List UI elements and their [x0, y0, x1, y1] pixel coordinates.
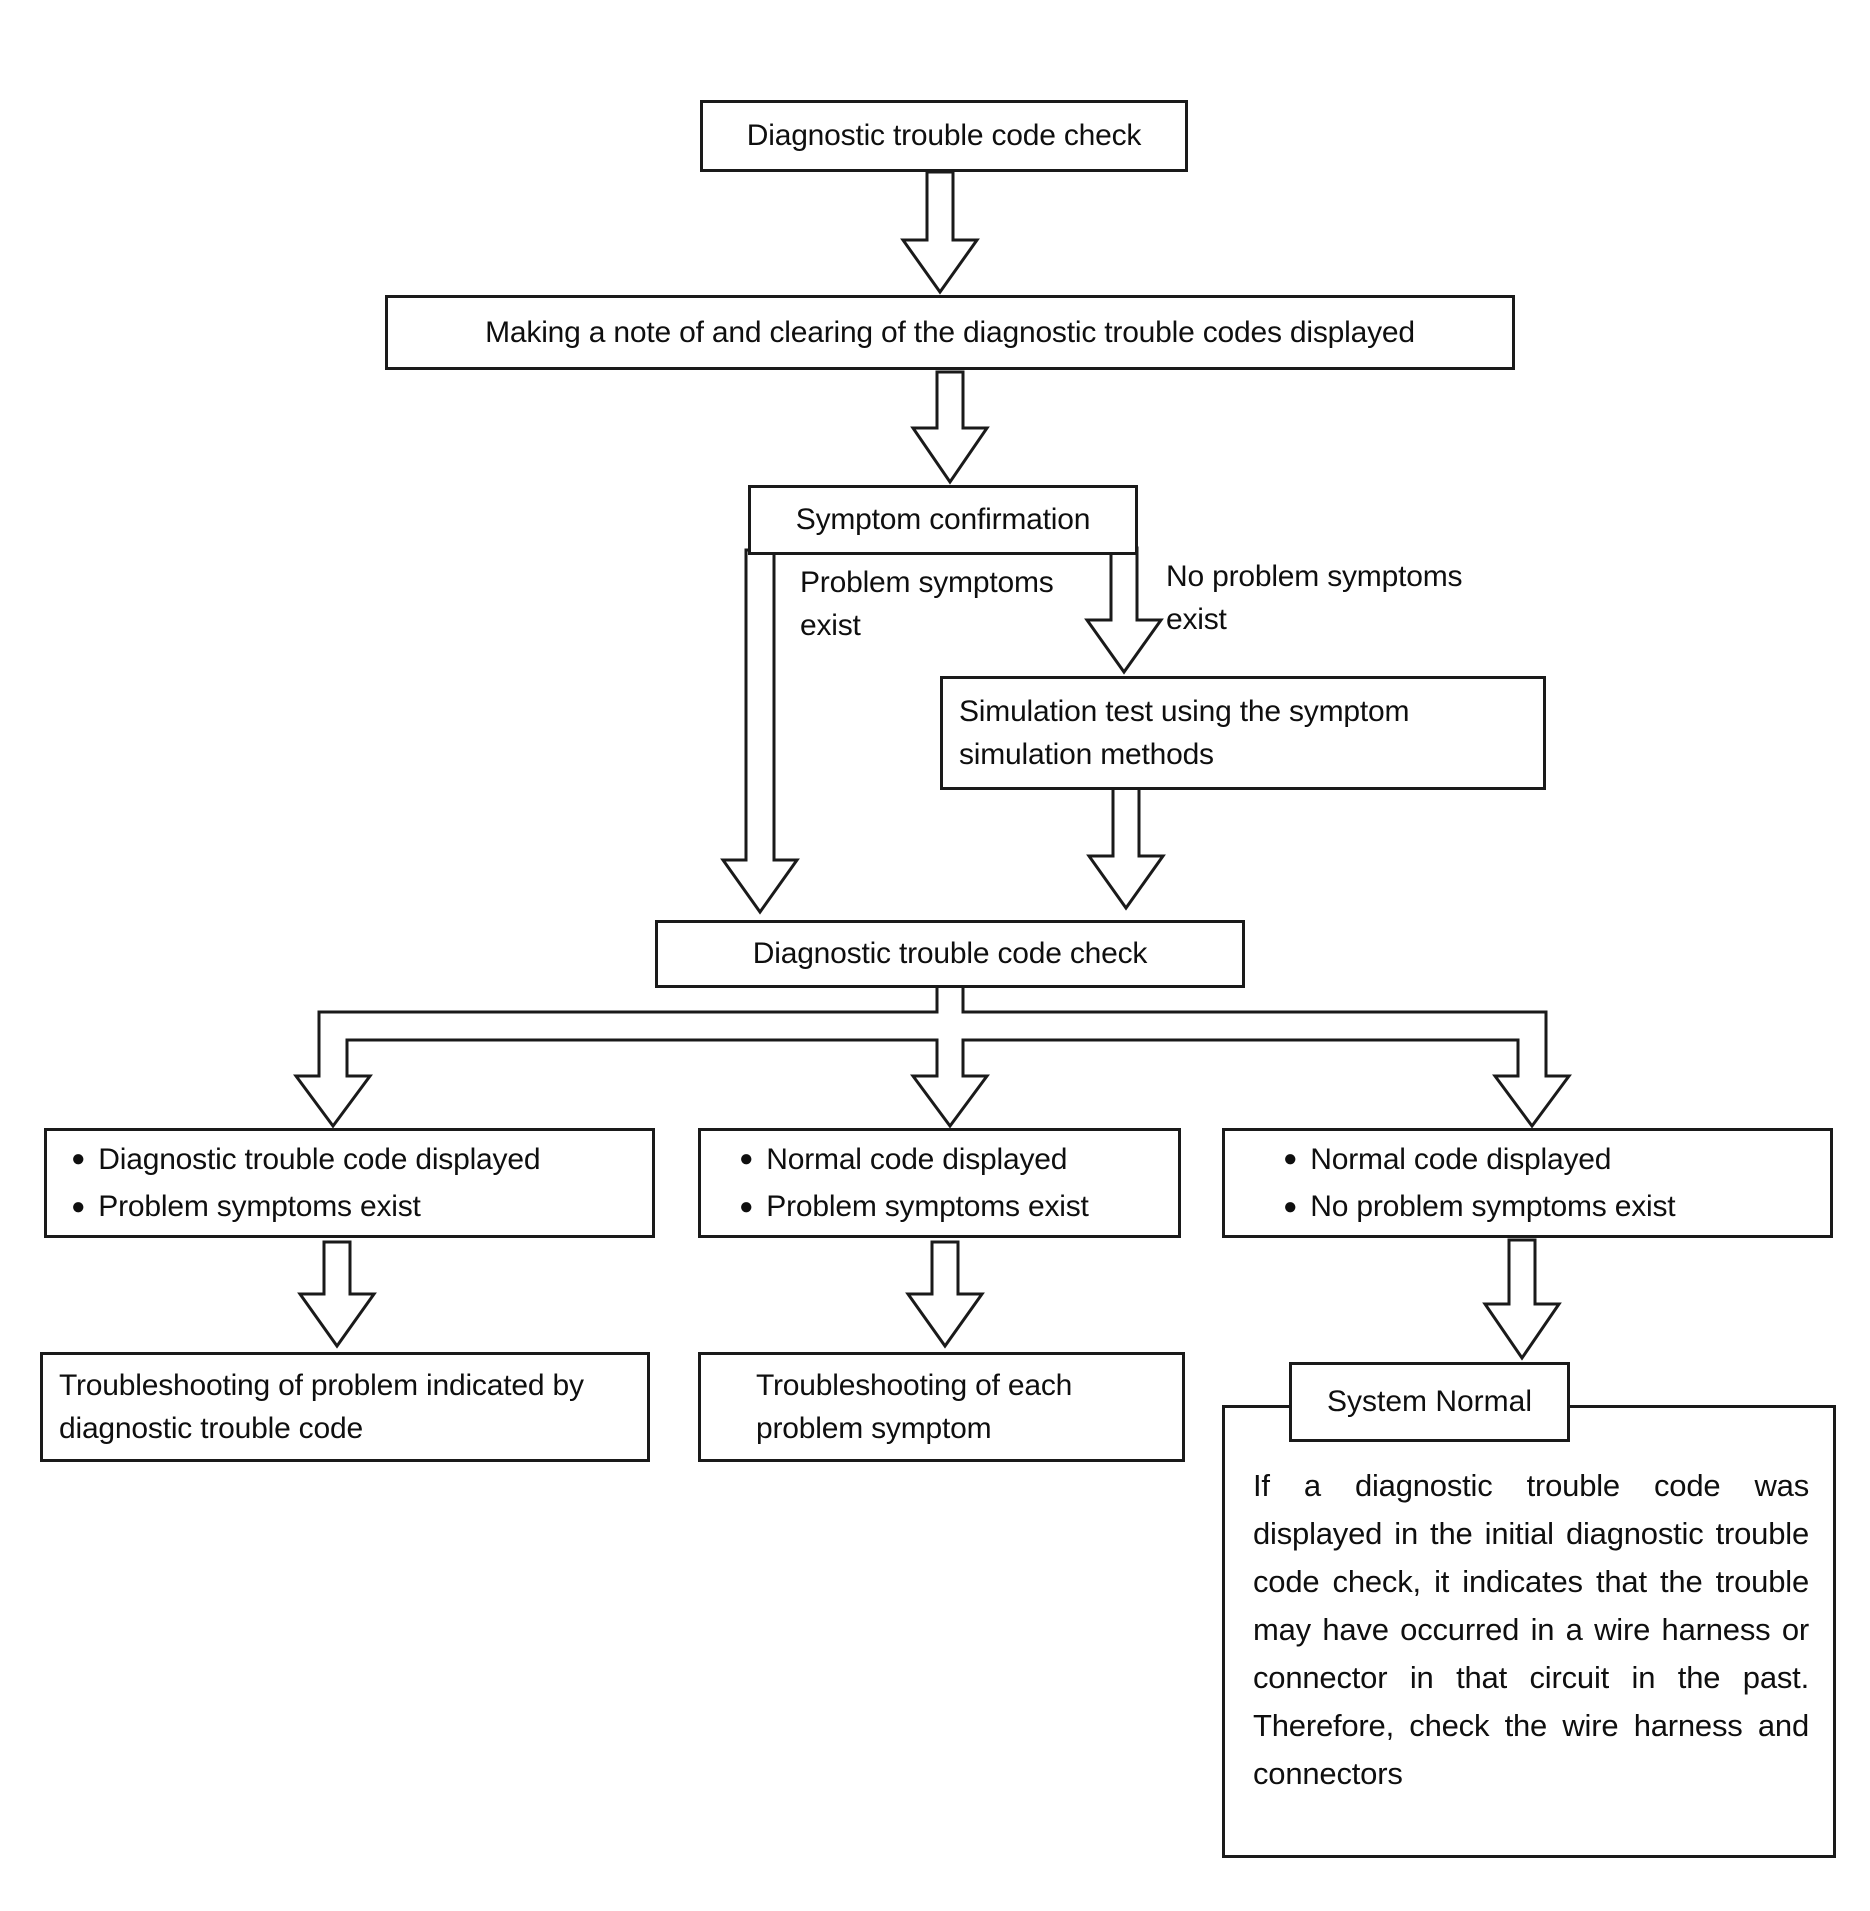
- down-arrow-icon: [900, 170, 980, 295]
- branch-connector-arrows: [293, 978, 1572, 1129]
- bullet-item: ● Problem symptoms exist: [739, 1185, 1089, 1229]
- node-label: Diagnostic trouble code check: [752, 937, 1148, 971]
- bullet-icon: ●: [1283, 1145, 1298, 1173]
- node-dtc-check-top: Diagnostic trouble code check: [700, 100, 1188, 172]
- node-troubleshoot-each-symptom: Troubleshooting of each problem symptom: [698, 1352, 1185, 1462]
- down-arrow-icon: [720, 548, 800, 915]
- node-dtc-check-second: Diagnostic trouble code check: [655, 920, 1245, 988]
- system-normal-text: If a diagnostic trouble code was display…: [1253, 1468, 1809, 1791]
- node-outcome-dtc-problem: ● Diagnostic trouble code displayed ● Pr…: [44, 1128, 655, 1238]
- node-simulation-test: Simulation test using the symptom simula…: [940, 676, 1546, 790]
- bullet-text: Normal code displayed: [766, 1142, 1068, 1176]
- bullet-item: ● Diagnostic trouble code displayed: [71, 1138, 541, 1182]
- node-label: Simulation test using the symptom simula…: [959, 694, 1410, 772]
- bullet-icon: ●: [1283, 1192, 1298, 1220]
- bullet-text: Diagnostic trouble code displayed: [98, 1142, 541, 1176]
- down-arrow-icon: [297, 1240, 377, 1349]
- bullet-icon: ●: [739, 1145, 754, 1173]
- bullet-item: ● Problem symptoms exist: [71, 1185, 421, 1229]
- bullet-text: Problem symptoms exist: [98, 1190, 421, 1223]
- node-label: System Normal: [1326, 1385, 1533, 1418]
- node-system-normal-title: System Normal: [1289, 1362, 1570, 1442]
- node-symptom-confirmation: Symptom confirmation: [748, 485, 1138, 555]
- bullet-item: ● No problem symptoms exist: [1283, 1185, 1676, 1229]
- node-label: Troubleshooting of problem indicated by …: [59, 1368, 584, 1446]
- bullet-item: ● Normal code displayed: [1283, 1138, 1611, 1182]
- bullet-text: Normal code displayed: [1310, 1142, 1612, 1176]
- node-label: Diagnostic trouble code check: [746, 119, 1142, 153]
- node-label: Making a note of and clearing of the dia…: [485, 315, 1415, 349]
- node-note-and-clear: Making a note of and clearing of the dia…: [385, 295, 1515, 370]
- node-outcome-normal-problem: ● Normal code displayed ● Problem sympto…: [698, 1128, 1181, 1238]
- down-arrow-icon: [910, 370, 990, 485]
- node-label: Troubleshooting of each problem symptom: [756, 1368, 1073, 1446]
- bullet-text: Problem symptoms exist: [766, 1190, 1089, 1223]
- node-troubleshoot-by-code: Troubleshooting of problem indicated by …: [40, 1352, 650, 1462]
- bullet-icon: ●: [71, 1145, 86, 1173]
- bullet-icon: ●: [71, 1192, 86, 1220]
- bullet-text: No problem symptoms exist: [1310, 1190, 1676, 1223]
- node-label: Symptom confirmation: [795, 503, 1091, 537]
- down-arrow-icon: [905, 1240, 985, 1349]
- node-system-normal-body: If a diagnostic trouble code was display…: [1222, 1405, 1836, 1858]
- edge-label-problem-symptoms-exist: Problem symptoms exist: [800, 566, 1054, 642]
- bullet-item: ● Normal code displayed: [739, 1138, 1067, 1182]
- down-arrow-icon: [1084, 546, 1164, 675]
- down-arrow-icon: [1086, 784, 1166, 911]
- down-arrow-icon: [1482, 1238, 1562, 1361]
- bullet-icon: ●: [739, 1192, 754, 1220]
- edge-label-no-problem-symptoms-exist: No problem symptoms exist: [1166, 560, 1463, 636]
- node-outcome-normal-no-problem: ● Normal code displayed ● No problem sym…: [1222, 1128, 1833, 1238]
